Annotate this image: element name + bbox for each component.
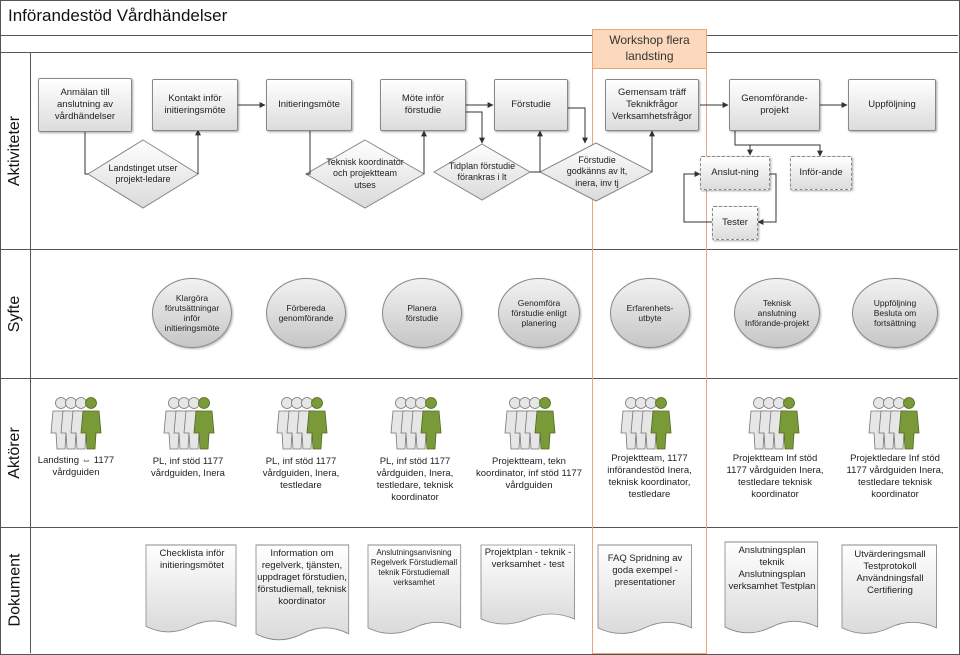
activity-initieringsmote: Initieringsmöte [266, 79, 352, 131]
document-text: Anslutningsplan teknik Anslutningsplan v… [728, 545, 816, 592]
actor-label: Projektteam Inf stöd 1177 vårdguiden Ine… [726, 453, 824, 500]
activity-gemensam-traff: Gemensam träff Teknikfrågor Verksamhetsf… [605, 79, 699, 131]
purpose-circle: Planera förstudie [382, 278, 462, 348]
lane-divider [0, 35, 958, 36]
subactivity-tester: Tester [712, 206, 758, 240]
workshop-column [592, 69, 707, 654]
decision-diamond-icon [538, 142, 654, 202]
actor-label: Projektteam, 1177 införandestöd Inera, t… [607, 453, 692, 500]
document-text: Projektplan - teknik - verksamhet - test [484, 547, 572, 570]
lane-divider [0, 249, 958, 250]
page-title: Införandestöd Vårdhändelser [8, 6, 228, 25]
arrow-icon [465, 111, 485, 144]
purpose-circle: Förbereda genomförande [266, 278, 346, 348]
decision-tidplan: Tidplan förstudie förankras i lt [448, 160, 516, 182]
arrow-icon [530, 130, 543, 173]
decision-landstinget-utser: Landstinget utser projekt-ledare [108, 162, 178, 184]
actor-label: Landsting ⇔ 1177 vårdguiden [37, 455, 115, 478]
subactivity-inforande: Inför-ande [790, 156, 852, 190]
document-text: Utvärderingsmall Testprotokoll Användnin… [854, 549, 926, 596]
activity-mote-infor-forstudie: Möte inför förstudie [380, 79, 466, 131]
actor-label: PL, inf stöd 1177 vårdguiden, Inera, tes… [262, 456, 340, 491]
activity-uppfoljning: Uppföljning [848, 79, 936, 131]
activity-forstudie: Förstudie [494, 79, 568, 131]
document-text: Checklista inför initieringsmötet [159, 548, 225, 571]
workshop-header: Workshop flera landsting [592, 29, 707, 69]
document-text: FAQ Spridning av goda exempel - presenta… [607, 553, 683, 588]
activity-kontakt: Kontakt inför initieringsmöte [152, 79, 238, 131]
document-text: Information om regelverk, tjänsten, uppd… [257, 548, 347, 607]
purpose-circle: Uppföljning Besluta om fortsättning [852, 278, 938, 348]
lane-divider [0, 378, 958, 379]
activity-genomforandeprojekt: Genomförande-projekt [729, 79, 820, 131]
purpose-circle: Klargöra förutsättningar inför initierin… [152, 278, 232, 348]
purpose-circle: Erfarenhets-utbyte [610, 278, 690, 348]
lane-divider [0, 52, 958, 53]
actor-label: Projektledare Inf stöd 1177 vårdguiden I… [846, 453, 944, 500]
decision-diamond-icon [304, 139, 426, 209]
decision-diamond-icon [433, 143, 531, 201]
arrow-icon [84, 130, 88, 175]
arrow-icon [568, 107, 588, 144]
subactivity-anslutning: Anslut-ning [700, 156, 770, 190]
actor-label: Projektteam, tekn koordinator, inf stöd … [476, 456, 582, 491]
decision-teknisk-koordinator: Teknisk koordinator och projektteam utse… [326, 157, 404, 190]
purpose-circle: Teknisk anslutning Införande-projekt [734, 278, 820, 348]
document-text: Anslutningsanvisning Regelverk Förstudie… [370, 548, 458, 587]
actor-label: PL, inf stöd 1177 vårdguiden, Inera, tes… [376, 456, 454, 503]
decision-diamond-icon [87, 139, 199, 209]
arrow-icon [306, 130, 311, 175]
purpose-circle: Genomföra förstudie enligt planering [498, 278, 580, 348]
decision-forstudie-godkanns: Förstudie godkänns av lt, inera, inv tj [566, 155, 628, 188]
lane-label-divider [30, 52, 31, 653]
actor-label: PL, inf stöd 1177 vårdguiden, Inera [151, 456, 225, 479]
lane-divider [0, 527, 958, 528]
activity-anmalan: Anmälan till anslutning av vårdhändelser [38, 78, 132, 132]
